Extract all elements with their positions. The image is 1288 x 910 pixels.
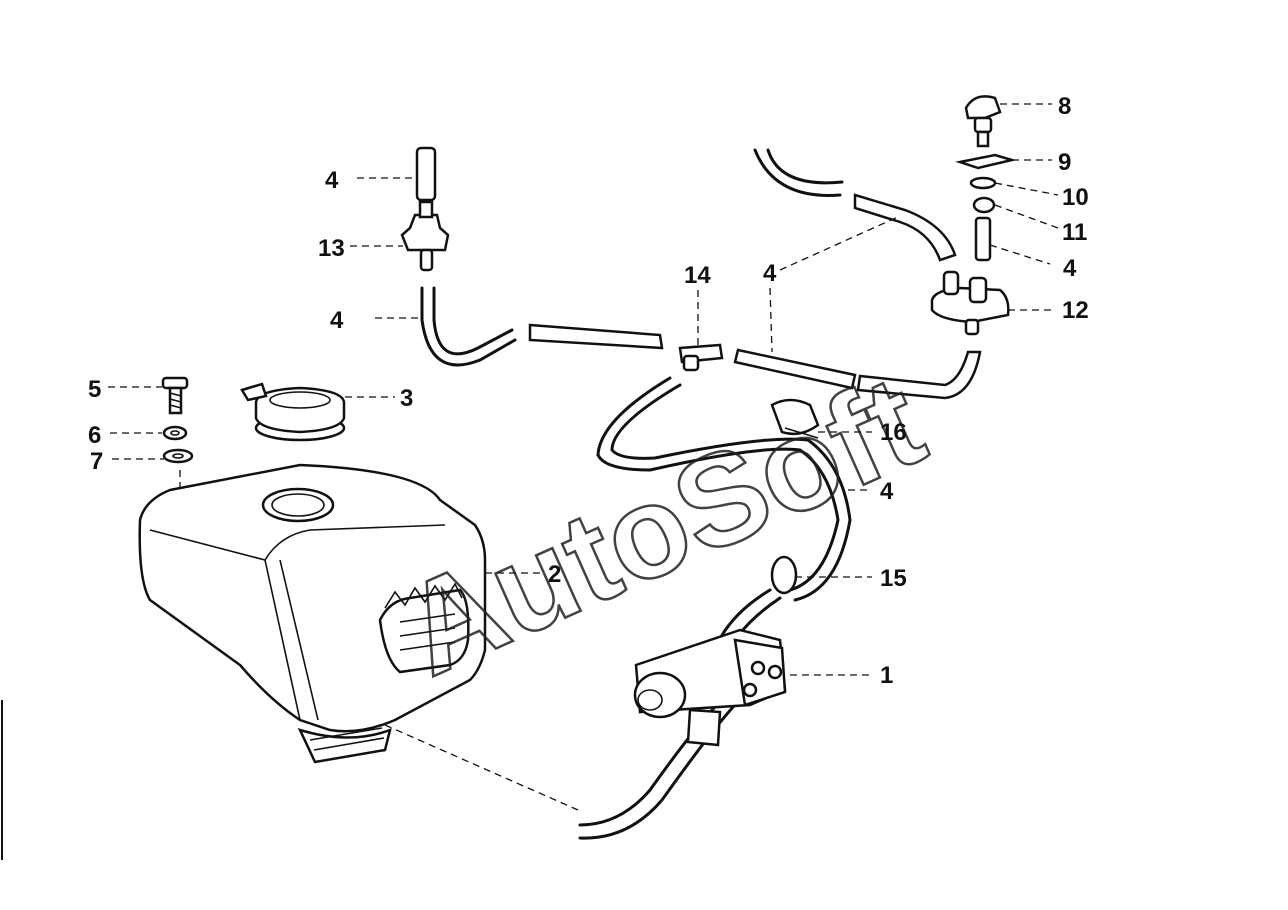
washer-reservoir [138, 463, 487, 764]
callout-4c: 4 [763, 260, 777, 287]
hose-grommet [770, 555, 798, 595]
callout-11: 11 [1062, 219, 1087, 246]
callout-10: 10 [1062, 184, 1089, 211]
leader-lines [108, 103, 1059, 676]
callout-13: 13 [318, 235, 345, 262]
callout-14: 14 [684, 262, 711, 289]
callout-5: 5 [88, 376, 101, 403]
callout-4b: 4 [330, 307, 344, 334]
callout-4d: 4 [1063, 255, 1077, 282]
t-connector [678, 343, 724, 372]
callout-4e: 4 [880, 478, 894, 505]
callout-labels: 1 2 3 4 4 4 4 4 4 5 6 7 8 9 10 11 12 13 … [88, 93, 1089, 689]
check-valve-left [400, 146, 450, 272]
callout-1: 1 [880, 662, 893, 689]
callout-4a: 4 [325, 167, 339, 194]
callout-6: 6 [88, 422, 101, 449]
callout-16: 16 [880, 419, 907, 446]
hose-clip [770, 398, 820, 439]
callout-7: 7 [90, 448, 103, 475]
bolt [161, 376, 189, 415]
ring-grommet [972, 196, 996, 214]
callout-9: 9 [1058, 149, 1071, 176]
washer-pump [633, 628, 787, 747]
callout-12: 12 [1062, 297, 1089, 324]
nut [162, 425, 188, 441]
callout-15: 15 [880, 565, 907, 592]
spray-nozzle [964, 95, 1002, 148]
filler-cap [240, 382, 346, 442]
nozzle-seal [955, 153, 1017, 170]
callout-8: 8 [1058, 93, 1071, 120]
callout-3: 3 [400, 385, 413, 412]
ring-washer [969, 176, 997, 190]
washer [162, 448, 194, 464]
callout-2: 2 [548, 561, 561, 588]
twin-nozzle-block [930, 270, 1010, 336]
